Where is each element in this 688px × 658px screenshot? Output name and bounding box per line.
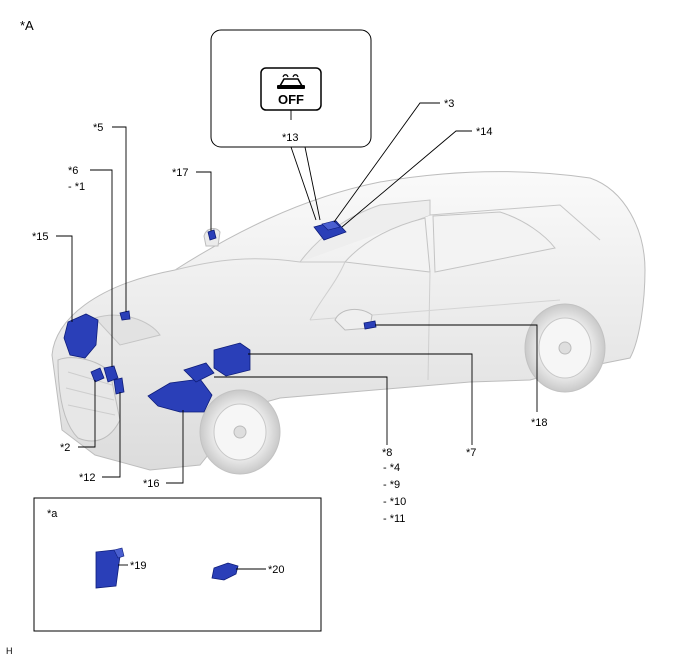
front-sensor-component-a — [90, 367, 105, 383]
front-right-module-component — [147, 378, 213, 413]
label-12: *12 — [79, 472, 96, 484]
engine-room-ecu-component — [213, 342, 251, 377]
label-19: *19 — [130, 560, 147, 572]
label-8: *8 — [382, 447, 392, 459]
label-9: - *9 — [383, 479, 400, 491]
rear-mirror-sensor-component — [207, 229, 217, 241]
vsc-off-switch-icon: OFF — [260, 67, 322, 111]
outer-mirror-component — [363, 320, 377, 330]
overhead-switch-component-top — [321, 220, 341, 231]
label-6: *6 — [68, 165, 78, 177]
front-right-bracket-component — [183, 362, 215, 383]
label-1: - *1 — [68, 181, 85, 193]
label-11: - *11 — [383, 513, 405, 525]
highlighted-components — [63, 220, 377, 413]
label-10: - *10 — [383, 496, 406, 508]
label-14: *14 — [476, 126, 493, 138]
front-sensor-component-c — [113, 377, 125, 395]
inset-box — [33, 497, 322, 632]
label-17: *17 — [172, 167, 189, 179]
inset-part-20 — [211, 562, 239, 581]
label-13: *13 — [282, 132, 299, 144]
label-5: *5 — [93, 122, 103, 134]
label-16: *16 — [143, 478, 160, 490]
label-15: *15 — [32, 231, 49, 243]
label-3: *3 — [444, 98, 454, 110]
label-4: - *4 — [383, 462, 400, 474]
inset-part-19 — [95, 549, 121, 589]
label-20: *20 — [268, 564, 285, 576]
switch-off-text: OFF — [278, 92, 304, 107]
inset-part-19-tab — [113, 547, 125, 559]
front-sensor-component-b — [103, 365, 119, 383]
hood-sensor-component — [119, 310, 131, 321]
inset-label: *a — [47, 508, 58, 520]
view-label: *A — [20, 18, 34, 33]
label-2: *2 — [60, 442, 70, 454]
vehicle-illustration — [51, 171, 646, 475]
footer-code: H — [6, 646, 13, 656]
label-7: *7 — [466, 447, 476, 459]
label-18: *18 — [531, 417, 548, 429]
front-left-assembly-component — [63, 313, 99, 359]
